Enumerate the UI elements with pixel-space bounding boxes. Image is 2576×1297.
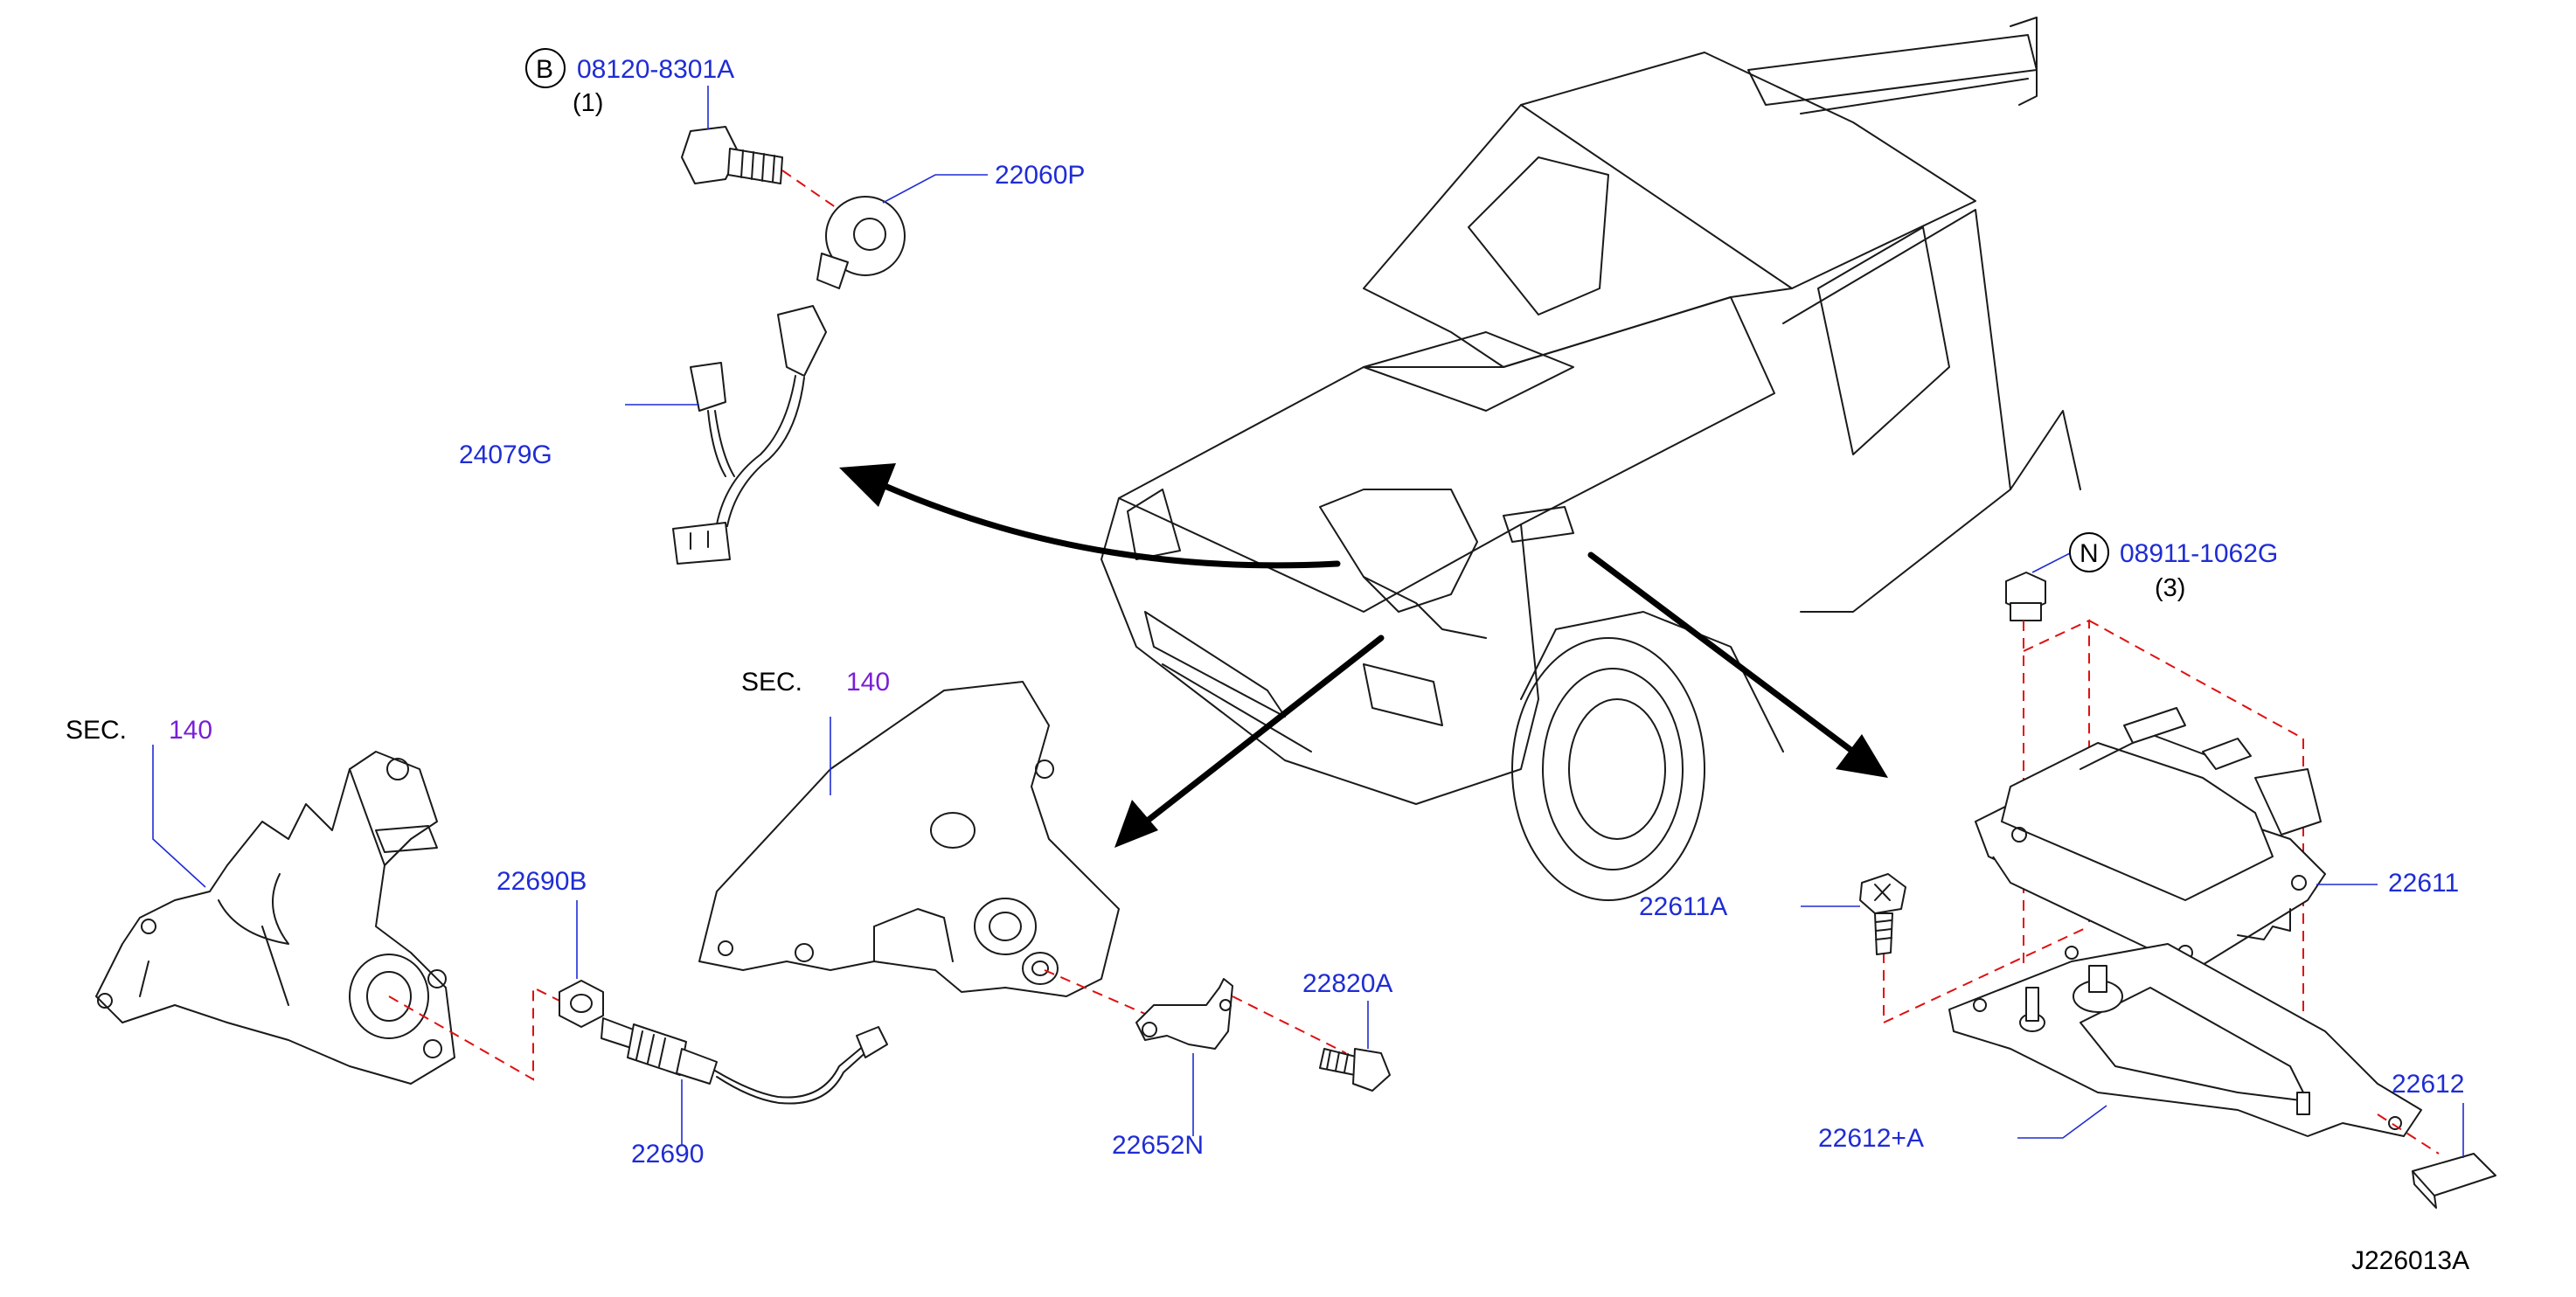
circle-letter-b (525, 48, 566, 88)
label-22060P[interactable]: 22060P (995, 161, 1085, 190)
sec-number-center[interactable]: 140 (846, 668, 890, 697)
bolt-22820A[interactable] (1319, 1048, 1391, 1092)
pointer-arrows (839, 463, 1888, 848)
arrow-to-ecm (1587, 551, 1857, 755)
nut-22690B[interactable] (559, 980, 604, 1028)
leader-sec-left (152, 745, 206, 888)
label-22611[interactable]: 22611 (2388, 869, 2459, 898)
exhaust-manifold-center (698, 681, 1120, 997)
sec-number-left[interactable]: 140 (169, 716, 212, 745)
exhaust-manifold-left (95, 751, 455, 1085)
label-22690[interactable]: 22690 (631, 1140, 704, 1169)
truck-illustration (1101, 17, 2081, 901)
bracket-22652N[interactable] (1135, 978, 1233, 1050)
arrowhead-down-left (1114, 800, 1158, 848)
label-22820A[interactable]: 22820A (1302, 969, 1392, 998)
knock-sensor-22060P[interactable] (816, 196, 906, 289)
label-08120-8301A[interactable]: 08120-8301A (577, 55, 734, 84)
sec-prefix-left: SEC. (66, 716, 127, 745)
leader-22612A (2017, 1105, 2107, 1139)
label-22690B[interactable]: 22690B (496, 867, 587, 896)
dash-manifold-to-nut (388, 986, 569, 1081)
arrow-to-manifold (1137, 635, 1385, 829)
arrow-to-knock-sensor (879, 482, 1341, 569)
qty-bolt: (1) (573, 89, 603, 117)
sec-prefix-center: SEC. (741, 668, 802, 697)
qty-nut: (3) (2155, 574, 2185, 602)
label-24079G[interactable]: 24079G (459, 440, 552, 469)
label-08911-1062G[interactable]: 08911-1062G (2120, 539, 2278, 568)
callout-nut: N 08911-1062G (3) (2069, 532, 2278, 602)
dash-manifold-to-bracket (1044, 969, 1146, 1015)
circle-letter-n-text: N (2080, 539, 2099, 568)
arrowhead-left (839, 463, 896, 507)
leader-08911 (2031, 551, 2073, 573)
label-22612[interactable]: 22612 (2392, 1070, 2464, 1099)
label-22611A[interactable]: 22611A (1639, 892, 1727, 921)
circle-letter-n (2069, 532, 2109, 572)
dash-bolt-to-sensor (781, 170, 840, 211)
clip-22612[interactable] (2412, 1153, 2496, 1209)
callout-bolt: B 08120-8301A (1) (525, 48, 734, 117)
sec-label-center: SEC. 140 (741, 668, 890, 697)
circle-letter-b-text: B (536, 55, 553, 84)
ecm-bracket-22612A[interactable] (1948, 943, 2422, 1137)
dash-bracket-to-clip (2377, 1113, 2440, 1155)
sec-label-left: SEC. 140 (66, 716, 212, 745)
label-22612A[interactable]: 22612+A (1818, 1124, 1924, 1153)
o2-sensor-22690[interactable] (601, 1017, 888, 1105)
ecm-22611[interactable] (1975, 707, 2326, 971)
arrowhead-down-right (1836, 734, 1888, 778)
bolt-08120[interactable] (681, 126, 783, 184)
leader-22060P (882, 174, 988, 204)
label-22652N[interactable]: 22652N (1112, 1131, 1204, 1160)
bolt-22611A[interactable] (1859, 873, 1906, 955)
dash-bracket-to-bolt (1232, 995, 1347, 1054)
diagram-code: J226013A (2351, 1246, 2469, 1275)
nut-08911[interactable] (2005, 572, 2046, 621)
harness-24079G[interactable] (672, 305, 827, 565)
